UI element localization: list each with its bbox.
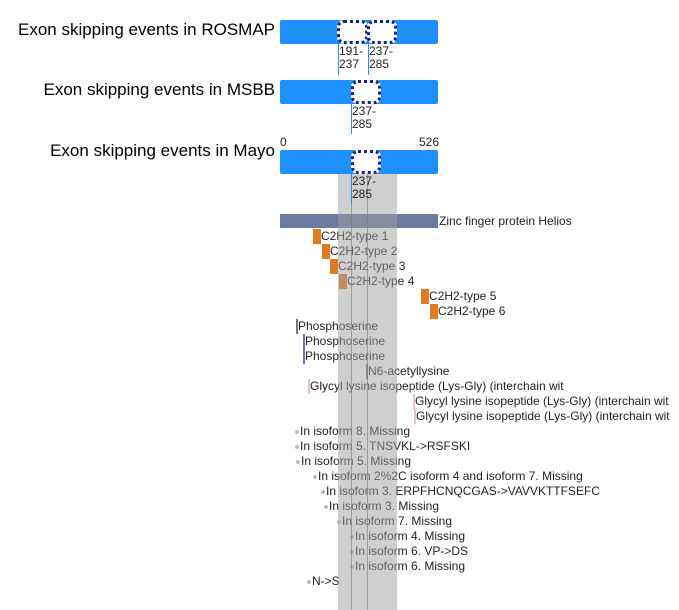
variant-label: In isoform 5. TNSVKL->RSFSKI — [300, 439, 471, 453]
event-marker — [368, 44, 369, 75]
variant-label: In isoform 4. Missing — [355, 529, 466, 543]
variant-label: In isoform 3. Missing — [329, 499, 440, 513]
variant-item[interactable]: In isoform 5. Missing — [296, 454, 411, 469]
domain-label: C2H2-type 5 — [429, 289, 497, 303]
event-marker — [351, 104, 352, 134]
variant-item[interactable]: N->S — [307, 574, 340, 589]
domain-label: C2H2-type 1 — [321, 229, 389, 243]
variant-dot-icon — [307, 579, 311, 584]
track-title-msbb: Exon skipping events in MSBB — [43, 80, 275, 99]
variant-item[interactable]: In isoform 8. Missing — [295, 424, 410, 439]
variant-item[interactable]: In isoform 2%2C isoform 4 and isoform 7.… — [313, 469, 583, 484]
variant-dot-icon — [295, 429, 299, 434]
variant-label: In isoform 5. Missing — [301, 454, 412, 468]
site-marker[interactable] — [296, 319, 298, 334]
variant-dot-icon — [313, 474, 317, 479]
variant-label: N->S — [312, 574, 340, 588]
site-label: Glycyl lysine isopeptide (Lys-Gly) (inte… — [310, 379, 564, 393]
domain-bar[interactable] — [322, 244, 330, 259]
track-title-rosmap: Exon skipping events in ROSMAP — [17, 20, 275, 39]
variant-label: In isoform 8. Missing — [300, 424, 411, 438]
guide-line — [367, 174, 368, 610]
site-label: Phosphoserine — [305, 334, 386, 348]
track-title-mayo: Exon skipping events in Mayo — [50, 141, 275, 160]
skip-event-msbb-1[interactable] — [351, 80, 381, 104]
domain-bar[interactable] — [421, 289, 429, 304]
variant-label: In isoform 7. Missing — [342, 514, 453, 528]
site-marker[interactable] — [413, 394, 415, 409]
variant-label: In isoform 2%2C isoform 4 and isoform 7.… — [318, 469, 583, 483]
domain-label: C2H2-type 2 — [330, 244, 398, 258]
domain-bar[interactable] — [313, 229, 321, 244]
skip-event-mayo-1[interactable] — [351, 150, 381, 174]
variant-dot-icon — [295, 444, 299, 449]
variant-dot-icon — [324, 504, 328, 509]
axis-start: 0 — [280, 135, 287, 149]
site-marker[interactable] — [303, 334, 305, 349]
site-label: N6-acetyllysine — [368, 364, 450, 378]
protein-bar[interactable] — [280, 214, 438, 228]
variant-label: In isoform 6. Missing — [355, 559, 466, 573]
variant-item[interactable]: In isoform 7. Missing — [337, 514, 452, 529]
event-label: 237-285 — [352, 174, 377, 201]
site-marker[interactable] — [308, 379, 310, 394]
skip-event-rosmap-1[interactable] — [337, 20, 368, 44]
variant-item[interactable]: In isoform 3. ERPFHCNQCGAS->VAVVKTTFSEFC — [321, 484, 600, 499]
site-label: Glycyl lysine isopeptide (Lys-Gly) (inte… — [416, 409, 670, 423]
protein-label: Zinc finger protein Helios — [439, 214, 572, 228]
variant-item[interactable]: In isoform 3. Missing — [324, 499, 439, 514]
event-label: 237-285 — [369, 44, 394, 71]
event-label: 191-237 — [339, 44, 364, 71]
domain-label: C2H2-type 6 — [438, 304, 506, 318]
variant-item[interactable]: In isoform 5. TNSVKL->RSFSKI — [295, 439, 470, 454]
domain-bar[interactable] — [430, 304, 438, 319]
event-marker — [338, 44, 339, 75]
variant-dot-icon — [296, 459, 300, 464]
site-marker[interactable] — [414, 409, 416, 424]
variant-label: In isoform 6. VP->DS — [355, 544, 469, 558]
event-label: 237-285 — [352, 104, 377, 131]
skip-event-rosmap-2[interactable] — [367, 20, 397, 44]
site-label: Glycyl lysine isopeptide (Lys-Gly) (inte… — [415, 394, 669, 408]
domain-bar[interactable] — [330, 259, 338, 274]
site-label: Phosphoserine — [305, 349, 386, 363]
domain-label: C2H2-type 4 — [347, 274, 415, 288]
site-marker[interactable] — [303, 349, 305, 364]
variant-dot-icon — [337, 519, 341, 524]
domain-label: C2H2-type 3 — [338, 259, 406, 273]
variant-dot-icon — [321, 489, 325, 494]
axis-end: 526 — [419, 135, 440, 149]
guide-line — [351, 174, 352, 610]
domain-bar[interactable] — [339, 274, 347, 289]
